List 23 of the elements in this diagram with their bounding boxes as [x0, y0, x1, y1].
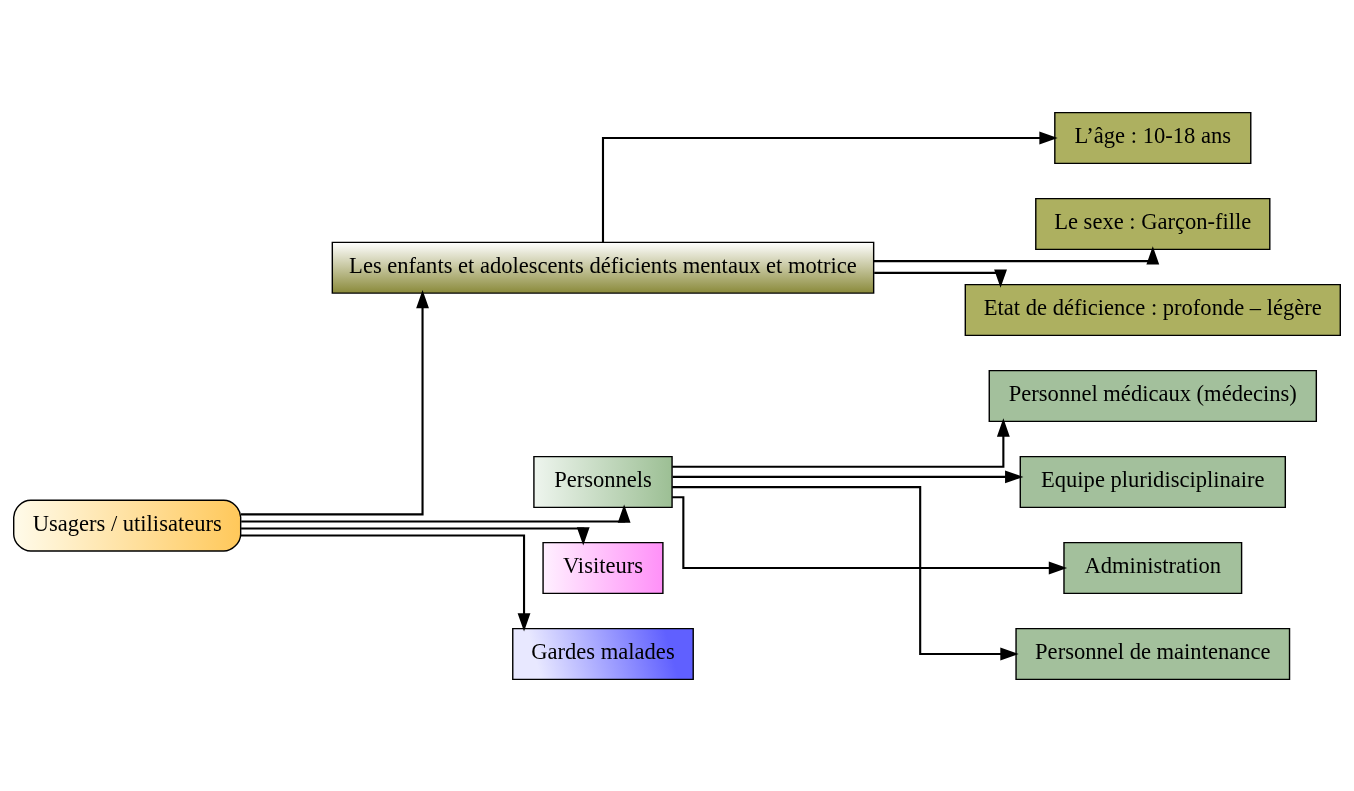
- arrow: [672, 470, 1024, 483]
- node-box: Equipe pluridisciplinaire: [1019, 455, 1286, 508]
- arrow: [601, 131, 1058, 242]
- arrow: [672, 495, 1068, 574]
- arrow: [672, 485, 1019, 660]
- node-box: Le sexe : Garçon-fille: [1035, 197, 1271, 250]
- node-box: L’âge : 10-18 ans: [1054, 111, 1252, 164]
- node-box: Gardes malades: [512, 627, 694, 680]
- node-box: Les enfants et adolescents déficients mentaux et motrice: [331, 241, 875, 294]
- arrow: [241, 503, 631, 523]
- node-box: Usagers / utilisateurs: [13, 499, 242, 552]
- node-box: Personnel de maintenance: [1015, 627, 1291, 680]
- arrow: [240, 534, 531, 631]
- node-box: Visiteurs: [542, 541, 664, 594]
- arrow: [873, 245, 1160, 265]
- node-box: Administration: [1063, 541, 1243, 594]
- arrow: [874, 268, 1007, 288]
- node-box: Personnel médicaux (médecins): [988, 369, 1318, 422]
- node-box: Personnels: [533, 455, 673, 508]
- arrow: [672, 417, 1010, 468]
- node-box: Etat de déficience : profonde – légère: [964, 283, 1341, 336]
- arrow: [241, 526, 590, 545]
- arrow: [240, 289, 429, 515]
